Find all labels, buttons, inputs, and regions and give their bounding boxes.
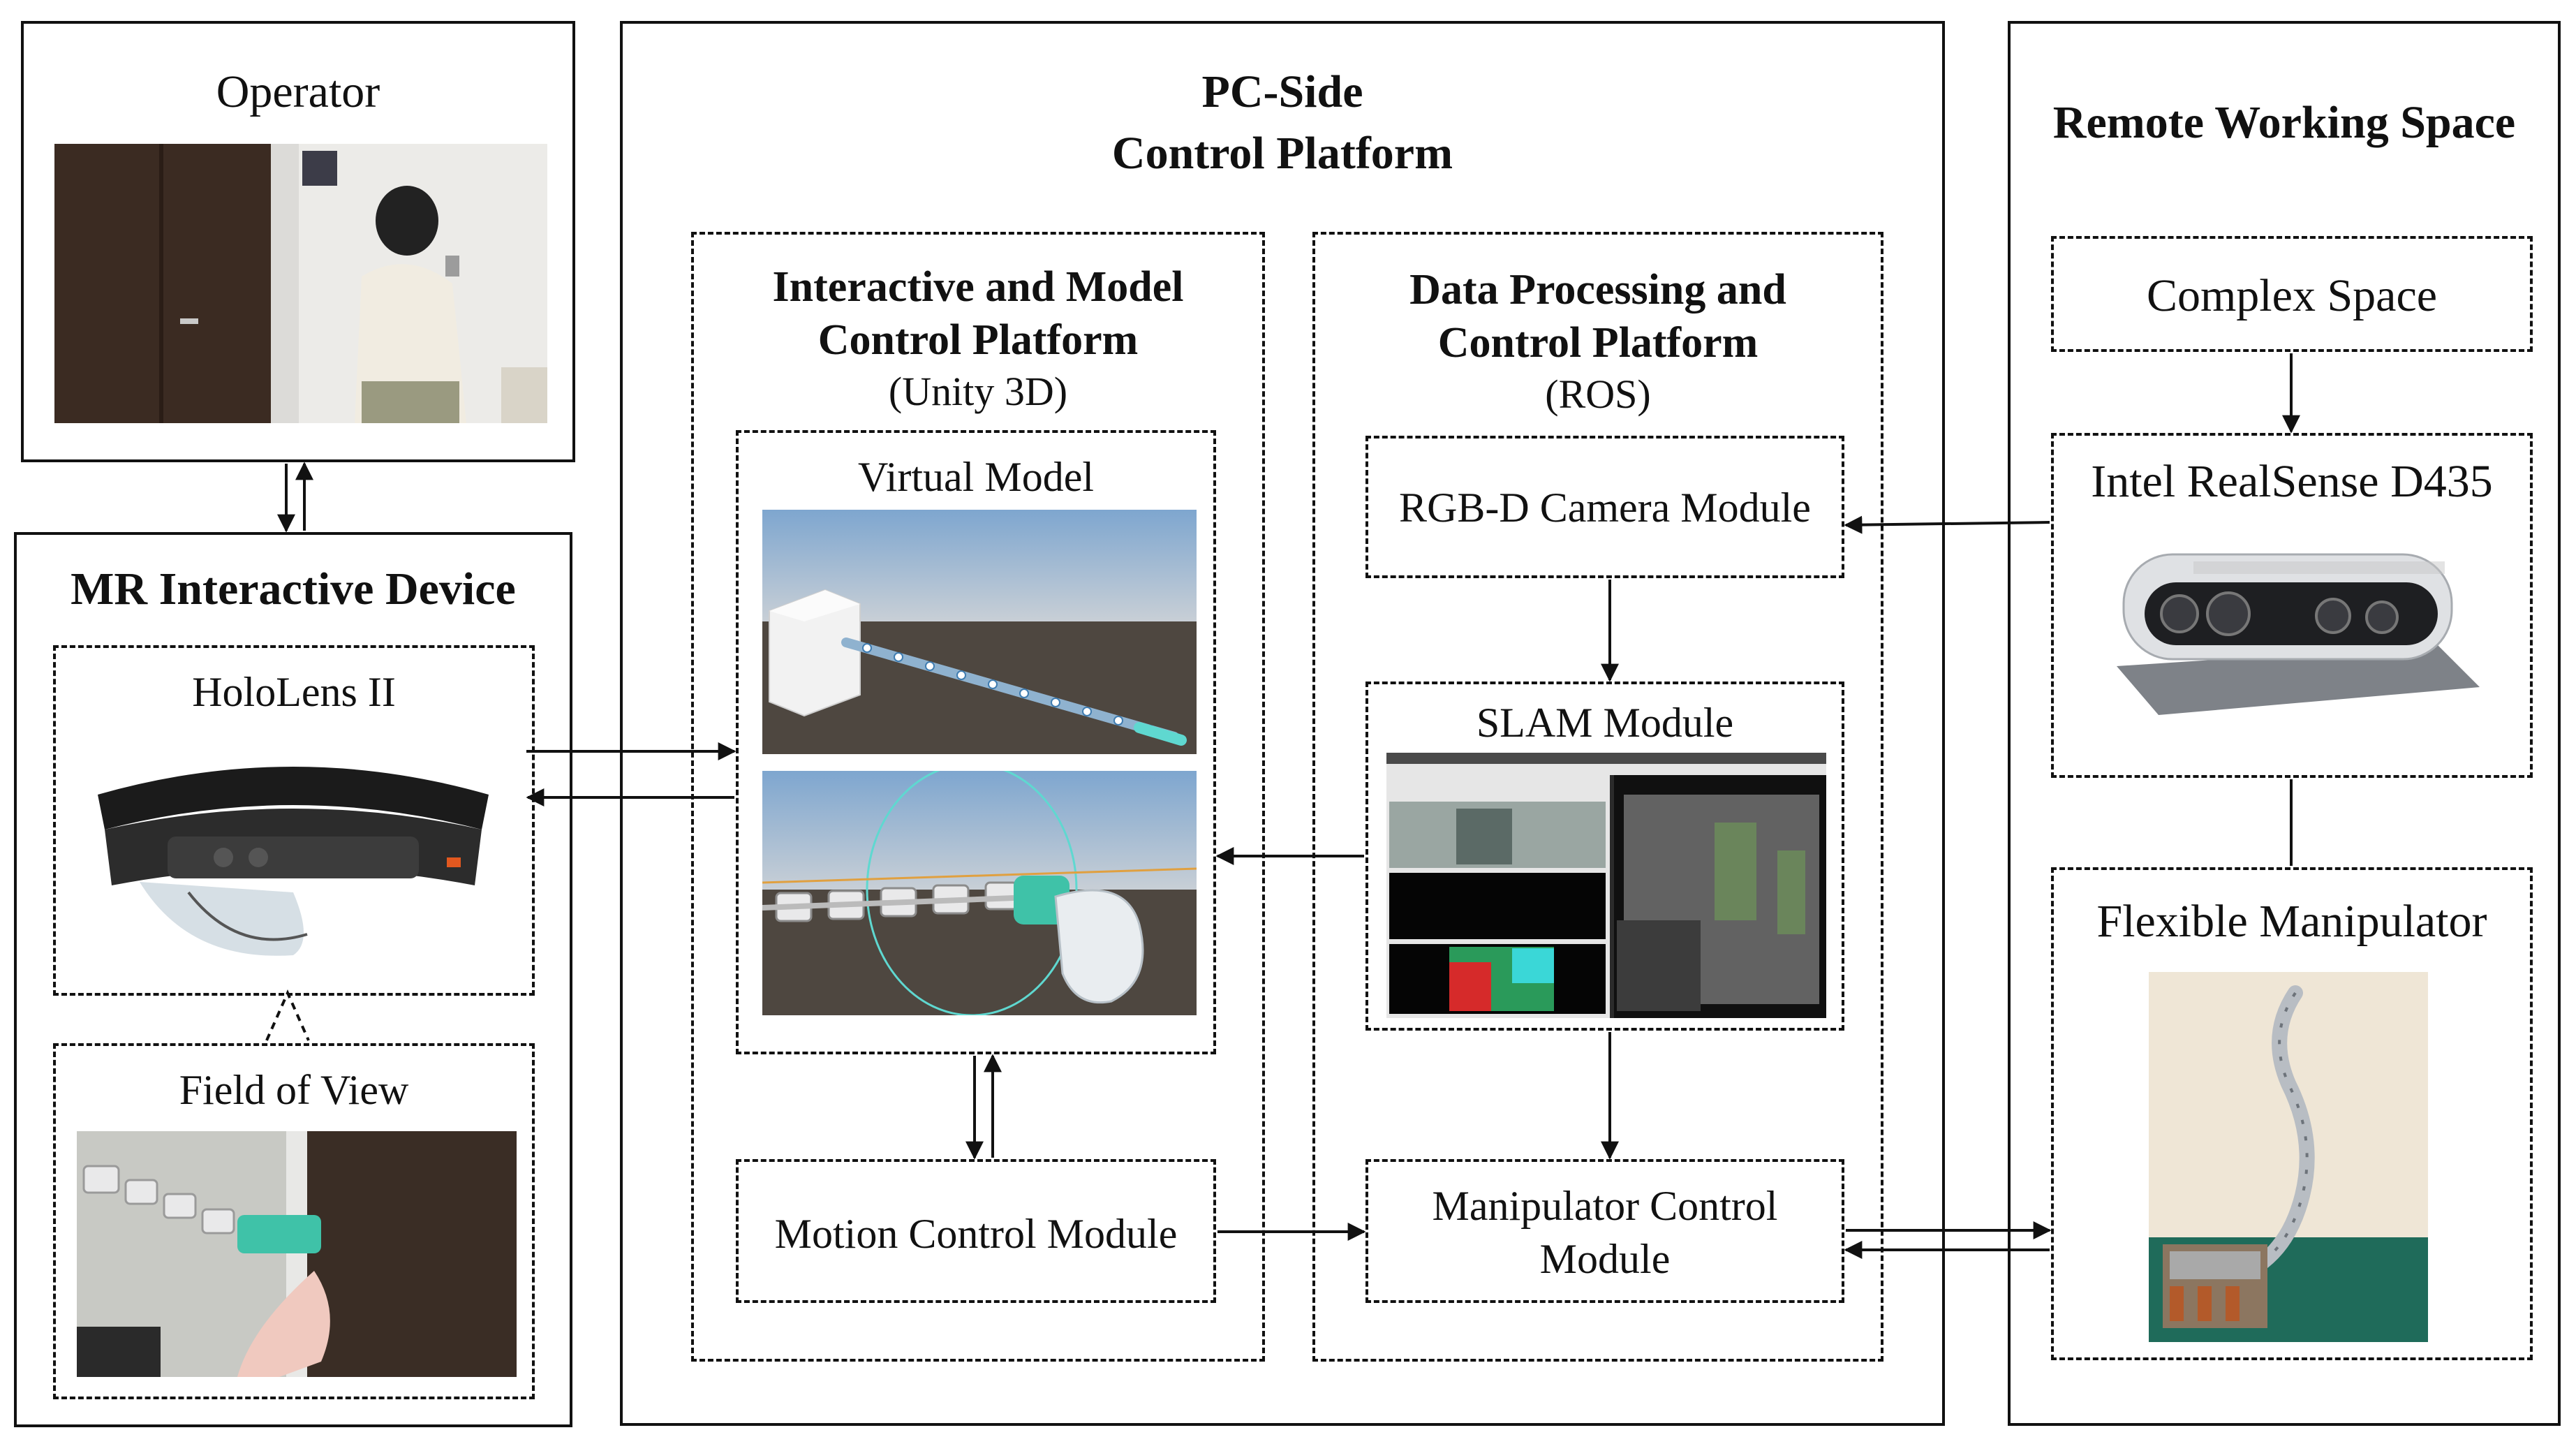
slam-module-label: SLAM Module — [1476, 700, 1734, 746]
field-of-view-box: Field of View — [53, 1043, 535, 1399]
virtual-model-label: Virtual Model — [858, 454, 1094, 500]
ros-title-line2: Control Platform — [1437, 319, 1759, 367]
operator-title: Operator — [216, 66, 380, 117]
hololens-headset-image — [84, 753, 503, 962]
field-of-view-label: Field of View — [179, 1067, 409, 1113]
mr-device-title: MR Interactive Device — [71, 563, 516, 614]
realsense-box: Intel RealSense D435 — [2051, 433, 2533, 778]
mr-device-panel: MR Interactive Device HoloLens II Field … — [14, 532, 572, 1427]
complex-space-label: Complex Space — [2146, 270, 2438, 321]
manipulator-control-box: Manipulator Control Module — [1365, 1159, 1844, 1303]
operator-photo — [54, 144, 547, 423]
realsense-camera-image — [2103, 540, 2480, 722]
manipulator-control-line2: Module — [1539, 1236, 1671, 1282]
ros-title-line1: Data Processing and — [1409, 266, 1786, 314]
unity-subtitle: (Unity 3D) — [888, 369, 1068, 414]
slam-module-box: SLAM Module — [1365, 682, 1844, 1031]
ros-subtitle: (ROS) — [1545, 371, 1651, 417]
flexible-manipulator-box: Flexible Manipulator — [2051, 867, 2533, 1360]
pc-platform-title-line2: Control Platform — [1111, 128, 1453, 179]
slam-screenshot — [1386, 753, 1826, 1018]
virtual-model-box: Virtual Model — [736, 430, 1216, 1054]
pc-platform-title-line1: PC-Side — [1201, 66, 1363, 117]
hololens-label: HoloLens II — [192, 669, 396, 715]
rgbd-camera-label: RGB-D Camera Module — [1399, 485, 1811, 531]
unity-title-line2: Control Platform — [817, 316, 1139, 364]
complex-space-box: Complex Space — [2051, 236, 2533, 352]
realsense-label: Intel RealSense D435 — [2091, 456, 2493, 507]
field-of-view-image — [77, 1131, 517, 1377]
unity-title-line1: Interactive and Model — [772, 263, 1184, 311]
virtual-model-image-top — [762, 510, 1197, 754]
rgbd-camera-box: RGB-D Camera Module — [1365, 436, 1844, 578]
flexible-manipulator-photo — [2149, 972, 2428, 1342]
hololens-box: HoloLens II — [53, 645, 535, 996]
virtual-model-image-bottom — [762, 771, 1197, 1015]
manipulator-control-line1: Manipulator Control — [1432, 1183, 1778, 1229]
motion-control-box: Motion Control Module — [736, 1159, 1216, 1303]
flexible-manipulator-label: Flexible Manipulator — [2096, 896, 2487, 947]
motion-control-label: Motion Control Module — [774, 1211, 1178, 1257]
operator-panel: Operator — [21, 21, 575, 462]
remote-space-title: Remote Working Space — [2052, 97, 2516, 148]
